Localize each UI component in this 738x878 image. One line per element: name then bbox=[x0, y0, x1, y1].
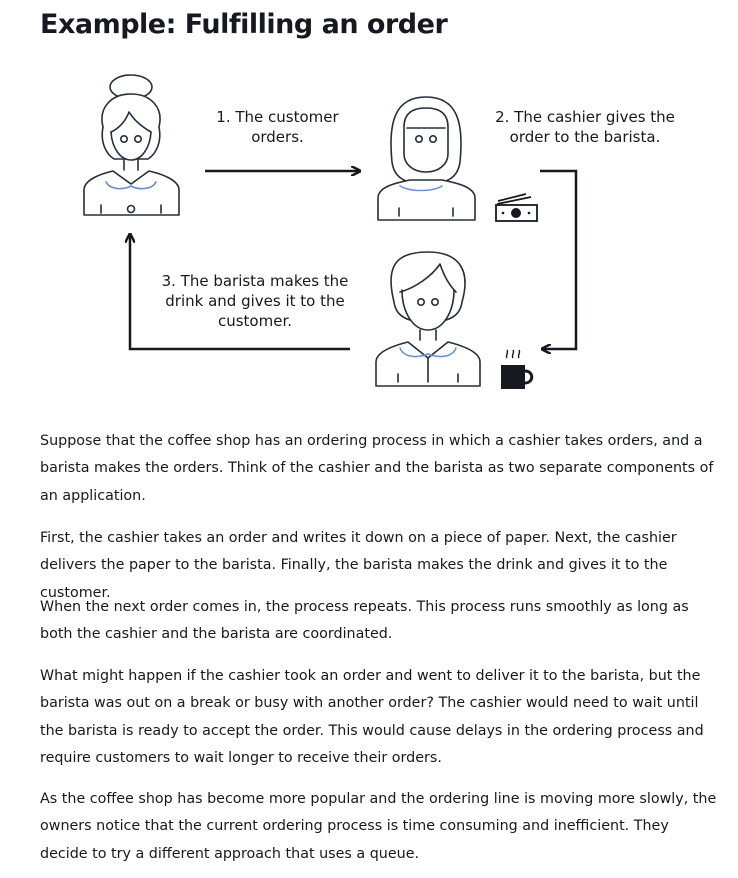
paragraph-2: First, the cashier takes an order and wr… bbox=[40, 530, 677, 601]
step-3-caption: 3. The barista makes the drink and gives… bbox=[155, 271, 355, 331]
paragraph-3: When the next order comes in, the proces… bbox=[40, 599, 689, 643]
step-3-line-3: customer. bbox=[217, 312, 293, 330]
step-2-line-2: order to the barista. bbox=[509, 128, 661, 146]
step-1-caption: 1. The customer orders. bbox=[200, 107, 355, 147]
step-3-line-2: drink and gives it to the bbox=[165, 292, 345, 310]
customer-icon bbox=[83, 74, 180, 216]
paragraph-1: Suppose that the coffee shop has an orde… bbox=[40, 433, 714, 504]
paragraph-5: As the coffee shop has become more popul… bbox=[40, 791, 717, 862]
arrow-cashier-to-barista bbox=[540, 169, 578, 349]
step-1-line-1: 1. The customer bbox=[216, 108, 339, 126]
diagram-canvas bbox=[83, 74, 578, 389]
barista-icon bbox=[375, 251, 481, 387]
order-flow-diagram: 1. The customer orders. 2. The cashier g… bbox=[0, 62, 738, 402]
paragraph-4: What might happen if the cashier took an… bbox=[40, 668, 704, 766]
page-title: Example: Fulfilling an order bbox=[40, 9, 448, 40]
step-2-caption: 2. The cashier gives the order to the ba… bbox=[485, 107, 685, 147]
money-icon bbox=[495, 193, 538, 222]
step-1-line-2: orders. bbox=[251, 128, 304, 146]
step-3-line-1: 3. The barista makes the bbox=[161, 272, 349, 290]
step-2-line-1: 2. The cashier gives the bbox=[495, 108, 675, 126]
coffee-cup-icon bbox=[501, 349, 534, 389]
cashier-icon bbox=[377, 96, 476, 221]
arrow-barista-to-customer bbox=[130, 234, 350, 351]
